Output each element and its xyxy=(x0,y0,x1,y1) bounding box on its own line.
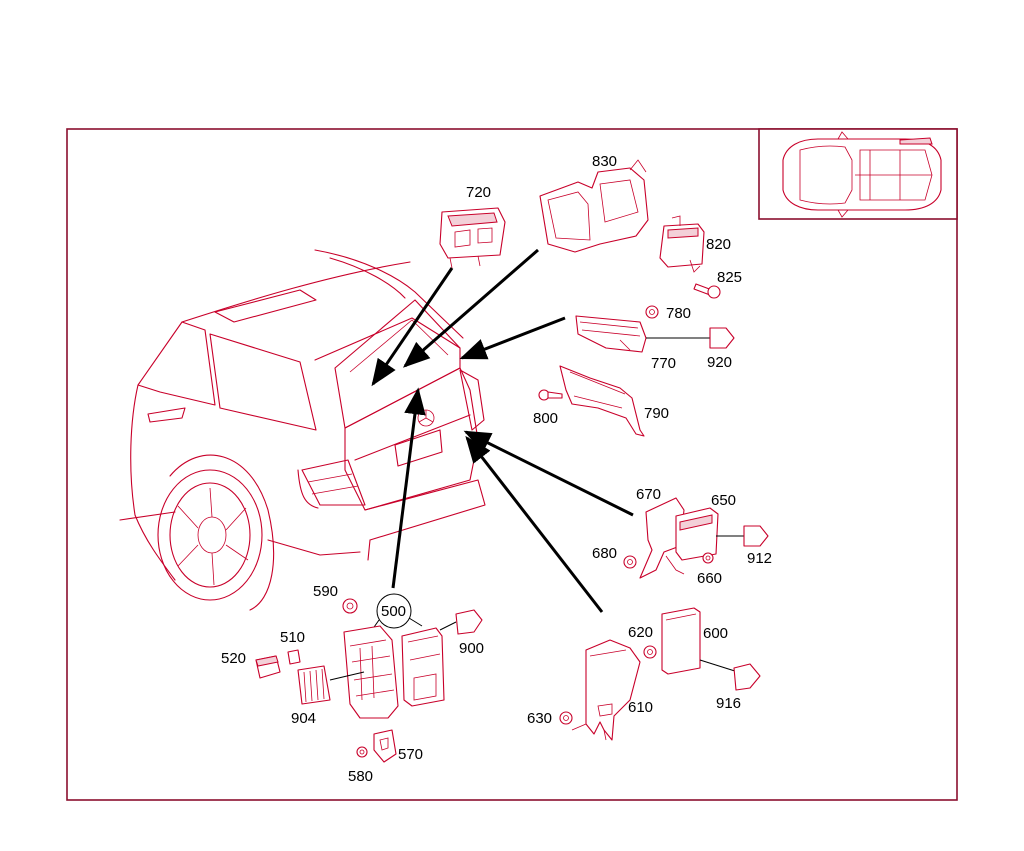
label-800: 800 xyxy=(533,410,558,427)
part-630-nut xyxy=(559,711,573,725)
label-630: 630 xyxy=(527,710,552,727)
part-680-nut xyxy=(623,555,637,569)
part-904-connector-strip xyxy=(297,665,331,705)
part-770-control-unit xyxy=(575,315,647,353)
label-770: 770 xyxy=(651,355,676,372)
part-580-nut xyxy=(356,746,368,758)
overview-inset xyxy=(758,128,958,220)
label-720: 720 xyxy=(466,184,491,201)
label-600: 600 xyxy=(703,625,728,642)
part-920-connector xyxy=(646,327,735,349)
part-500-fuse-relay-box xyxy=(329,593,445,719)
label-580: 580 xyxy=(348,768,373,785)
label-825: 825 xyxy=(717,269,742,286)
part-800-screw xyxy=(538,389,563,401)
label-790: 790 xyxy=(644,405,669,422)
part-825-screw xyxy=(693,283,721,299)
label-500: 500 xyxy=(381,603,406,620)
car-top-view-icon xyxy=(782,131,942,218)
label-680: 680 xyxy=(592,545,617,562)
label-670: 670 xyxy=(636,486,661,503)
part-660-nut xyxy=(702,552,714,564)
part-600-control-unit xyxy=(661,607,739,675)
part-labels: 720 830 820 825 780 770 920 790 800 670 … xyxy=(221,153,772,785)
part-830-bracket xyxy=(539,159,649,253)
label-570: 570 xyxy=(398,746,423,763)
part-670-bracket xyxy=(639,497,685,579)
part-570-bracket xyxy=(373,729,397,763)
label-780: 780 xyxy=(666,305,691,322)
label-650: 650 xyxy=(711,492,736,509)
label-900: 900 xyxy=(459,640,484,657)
part-720-control-unit xyxy=(439,207,506,269)
label-620: 620 xyxy=(628,624,653,641)
label-590: 590 xyxy=(313,583,338,600)
label-904: 904 xyxy=(291,710,316,727)
label-520: 520 xyxy=(221,650,246,667)
label-660: 660 xyxy=(697,570,722,587)
part-916-connector xyxy=(733,663,761,691)
car-rear-view-icon xyxy=(119,249,486,611)
label-912: 912 xyxy=(747,550,772,567)
part-610-bracket xyxy=(571,639,641,741)
part-510-fuse xyxy=(287,649,301,665)
part-900-connector xyxy=(439,609,483,635)
part-790-bracket xyxy=(559,365,645,437)
label-830: 830 xyxy=(592,153,617,170)
label-610: 610 xyxy=(628,699,653,716)
part-620-nut xyxy=(643,645,657,659)
pointer-arrows xyxy=(371,248,634,613)
part-912-connector xyxy=(743,525,769,547)
part-590-nut xyxy=(342,598,358,614)
label-916: 916 xyxy=(716,695,741,712)
part-650-control-unit xyxy=(675,507,744,561)
label-510: 510 xyxy=(280,629,305,646)
part-780-nut xyxy=(645,305,659,319)
label-820: 820 xyxy=(706,236,731,253)
diagram-frame xyxy=(66,128,958,801)
part-820-module xyxy=(659,215,705,273)
label-920: 920 xyxy=(707,354,732,371)
part-520-relay xyxy=(255,655,281,679)
